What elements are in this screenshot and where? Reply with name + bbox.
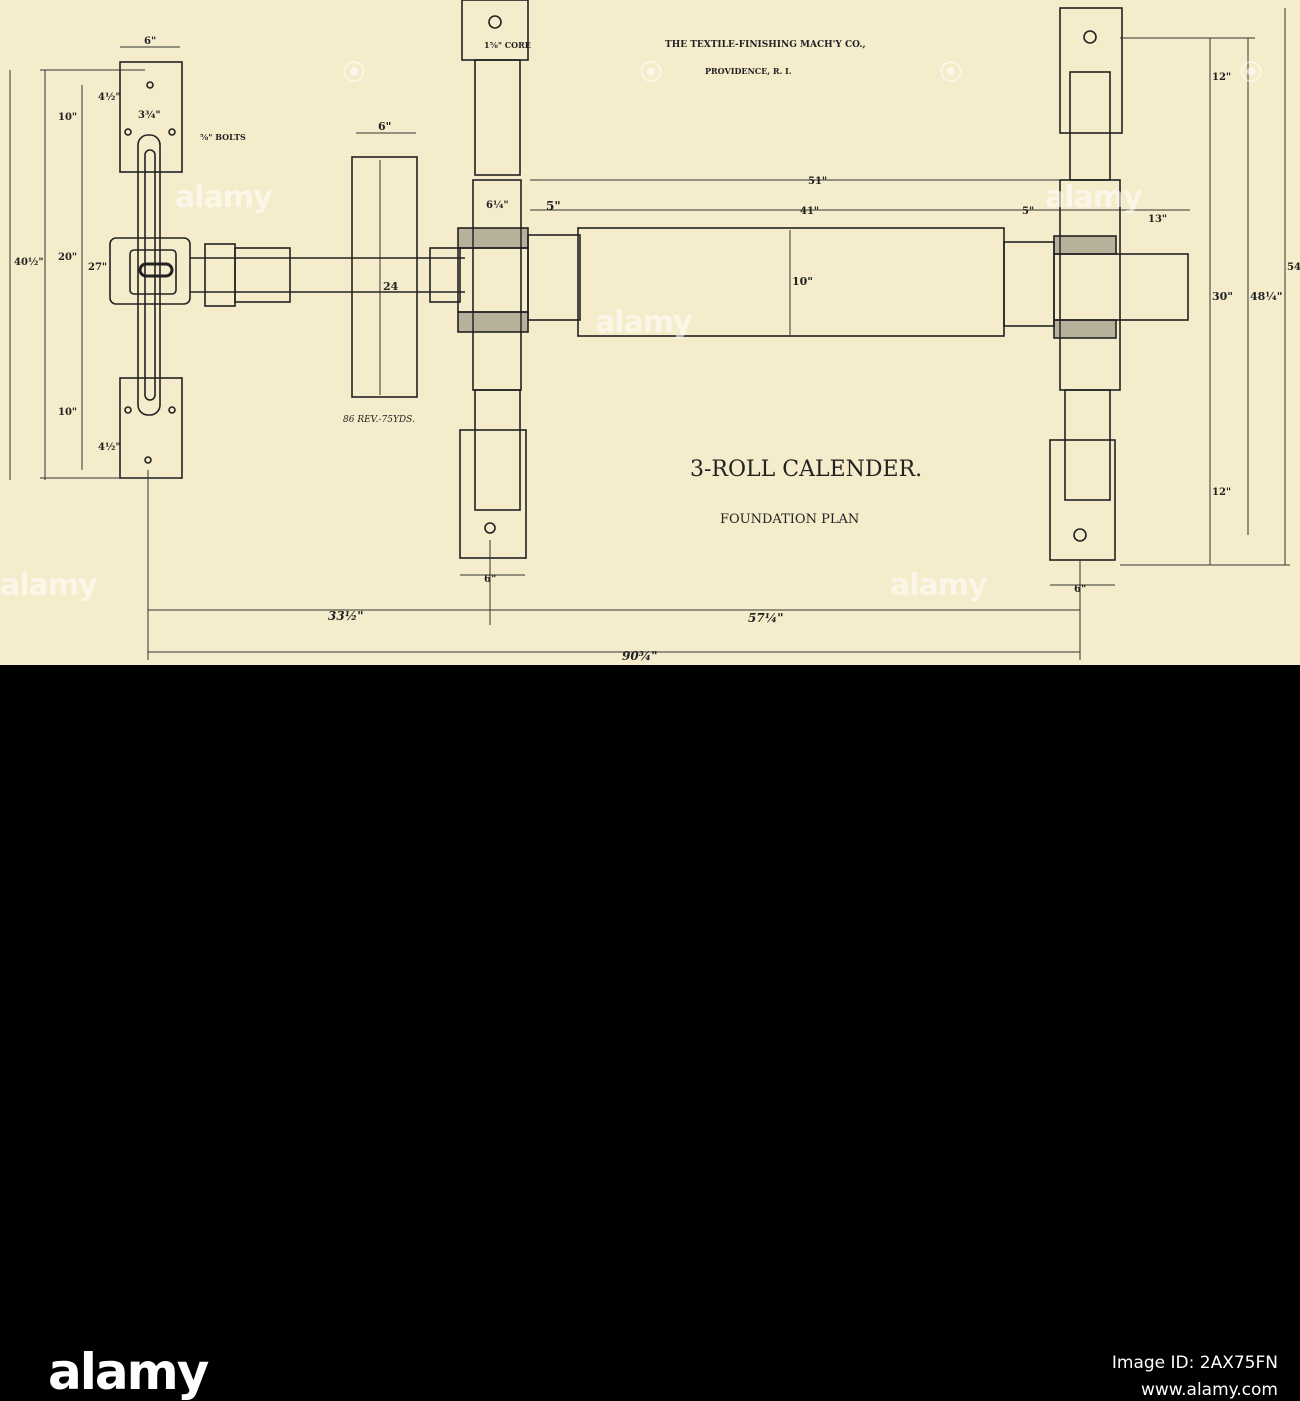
left-top-foot xyxy=(119,61,183,173)
pulley xyxy=(351,156,418,398)
dim-label: 24 xyxy=(383,280,399,293)
dim-label: 12" xyxy=(1212,72,1231,83)
watermark-text: alamy xyxy=(0,568,98,603)
image-id: Image ID: 2AX75FN xyxy=(1111,1353,1278,1373)
dim-label: 12" xyxy=(1212,487,1231,498)
dim-label: 33½" xyxy=(328,609,363,623)
drawing-subtitle: FOUNDATION PLAN xyxy=(720,512,859,527)
watermark-text: alamy xyxy=(1045,180,1143,215)
company-location: PROVIDENCE, R. I. xyxy=(705,66,792,76)
company-name: THE TEXTILE-FINISHING MACH'Y CO., xyxy=(665,40,866,50)
dim-label: 48¼" xyxy=(1250,290,1283,303)
dim-label: 54" xyxy=(1287,262,1300,273)
gear-box xyxy=(109,237,191,305)
dim-label: 6" xyxy=(1074,584,1086,595)
dim-label: 86 REV.-75YDS. xyxy=(343,415,415,425)
dim-label: 6" xyxy=(378,120,391,133)
dim-label: 1⅝" CORE xyxy=(484,40,531,50)
dim-label: 27" xyxy=(88,262,107,273)
brand-logo[interactable]: alamy xyxy=(48,1343,209,1401)
dim-label: 10" xyxy=(58,112,77,123)
drawing-labels: THE TEXTILE-FINISHING MACH'Y CO., PROVID… xyxy=(14,36,1300,663)
foundation-plan-drawing: THE TEXTILE-FINISHING MACH'Y CO., PROVID… xyxy=(0,0,1300,665)
dim-label: 10" xyxy=(792,275,813,288)
watermark-pin-icon: ⦿ xyxy=(343,61,366,86)
dim-label: 57¼" xyxy=(748,611,783,625)
left-stand-top xyxy=(474,59,521,176)
dim-label: 30" xyxy=(1212,290,1233,303)
watermark-pin-icon: ⦿ xyxy=(940,61,963,86)
dim-label: 6" xyxy=(484,574,496,585)
site-link[interactable]: www.alamy.com xyxy=(1140,1380,1278,1400)
dim-label: 41" xyxy=(800,206,819,217)
stock-footer: alamy Image ID: 2AX75FN www.alamy.com xyxy=(0,665,1300,1401)
dim-label: 4½" xyxy=(98,92,121,103)
dim-label: 5" xyxy=(1022,206,1034,217)
dim-label: 51" xyxy=(808,176,827,187)
dim-label: 6" xyxy=(144,36,156,47)
dim-label: 20" xyxy=(58,252,77,263)
drawing-title: 3-ROLL CALENDER. xyxy=(690,457,922,482)
dim-label: 10" xyxy=(58,407,77,418)
dim-label: 40½" xyxy=(14,257,44,268)
dim-label: 4½" xyxy=(98,442,121,453)
dim-label: 6¼" xyxy=(486,200,509,211)
right-stand-bottom xyxy=(1064,389,1111,501)
dim-label: 13" xyxy=(1148,214,1167,225)
watermark-pin-icon: ⦿ xyxy=(1240,61,1263,86)
dim-label: 5" xyxy=(546,199,561,213)
drawing-svg xyxy=(9,0,1290,660)
dim-label: 3¾" xyxy=(138,110,161,121)
watermark-text: alamy xyxy=(175,180,273,215)
watermark-text: alamy xyxy=(890,568,988,603)
left-stand-bottom xyxy=(474,389,521,511)
watermark-text: alamy xyxy=(595,305,693,340)
dim-label: ⅝" BOLTS xyxy=(200,132,246,142)
dim-label: 90¾" xyxy=(622,649,657,663)
watermark-pin-icon: ⦿ xyxy=(640,61,663,86)
